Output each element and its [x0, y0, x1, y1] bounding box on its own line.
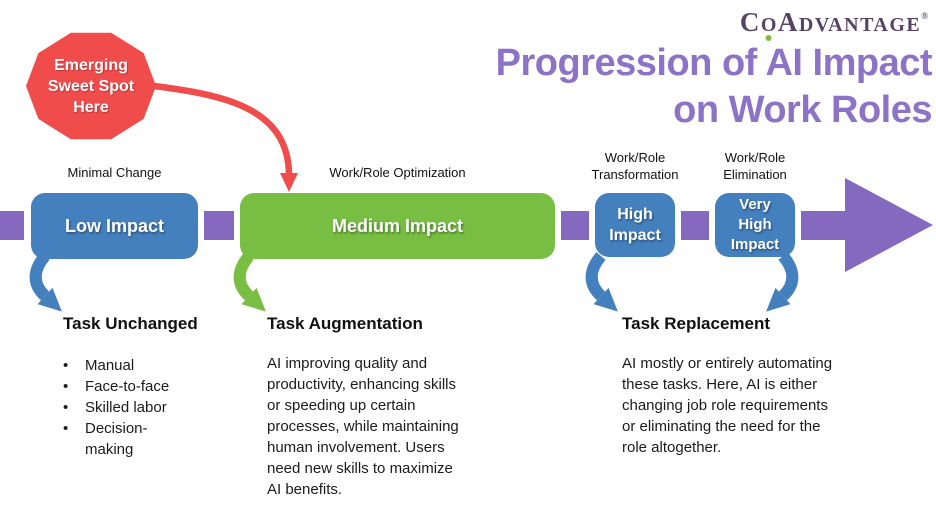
- task-replacement-body: AI mostly or entirely automating these t…: [622, 355, 833, 456]
- curved-arrow-down-icon-green: [233, 252, 266, 312]
- logo-green-dot-icon: [765, 35, 772, 41]
- bullet-icon: •: [63, 399, 69, 416]
- list-item: • Face-to-face: [63, 378, 170, 395]
- curved-arrow-down-icon-blue-3: [766, 252, 799, 312]
- task-replacement-section: Task Replacement AI mostly or entirely a…: [622, 314, 874, 458]
- very-high-impact-box: Very High Impact: [715, 193, 795, 257]
- logo-letter-a: A: [777, 7, 799, 37]
- task-augmentation-heading: Task Augmentation: [267, 314, 423, 333]
- task-unchanged-section: Task Unchanged • Manual • Face-to-face •…: [63, 314, 243, 460]
- stage-label-work-role-optimization: Work/Role Optimization: [329, 165, 466, 180]
- emerging-sweet-spot-callout: Emerging Sweet Spot Here: [26, 32, 156, 140]
- task-augmentation-section: Task Augmentation AI improving quality a…: [267, 314, 507, 500]
- task-unchanged-heading: Task Unchanged: [63, 314, 198, 333]
- bullet-icon: •: [63, 420, 69, 437]
- page-title: Progression of AI Impact on Work Roles: [495, 42, 933, 131]
- bullet-icon: •: [63, 378, 69, 395]
- list-item: • Decision- making: [63, 420, 148, 458]
- coadvantage-logo: C O A DVANTAGE ®: [739, 7, 928, 41]
- stage-label-work-role-elimination: Work/Role Elimination: [723, 150, 787, 182]
- callout-arrow-icon: [153, 82, 298, 192]
- task-unchanged-list: • Manual • Face-to-face • Skilled labor …: [63, 355, 243, 460]
- stage-label-work-role-transformation: Work/Role Transformation: [591, 150, 679, 182]
- bullet-icon: •: [63, 357, 69, 374]
- logo-letter-c: C: [739, 7, 761, 37]
- list-item: • Skilled labor: [63, 399, 167, 416]
- high-impact-box: High Impact: [595, 193, 675, 257]
- logo-letter-o: O: [761, 15, 778, 41]
- task-replacement-heading: Task Replacement: [622, 314, 771, 333]
- registered-mark: ®: [921, 11, 928, 21]
- logo-text-rest: DVANTAGE: [798, 14, 922, 36]
- curved-arrow-down-icon-blue-2: [585, 252, 618, 312]
- low-impact-box: Low Impact: [31, 193, 198, 259]
- list-item: • Manual: [63, 357, 135, 374]
- task-augmentation-body: AI improving quality and productivity, e…: [267, 355, 459, 498]
- curved-arrow-down-icon-blue-1: [29, 252, 62, 312]
- callout-text: Emerging Sweet Spot Here: [47, 56, 135, 116]
- medium-impact-box: Medium Impact: [240, 193, 555, 259]
- stage-label-minimal-change: Minimal Change: [67, 165, 162, 180]
- progression-arrow-icon: [0, 178, 933, 272]
